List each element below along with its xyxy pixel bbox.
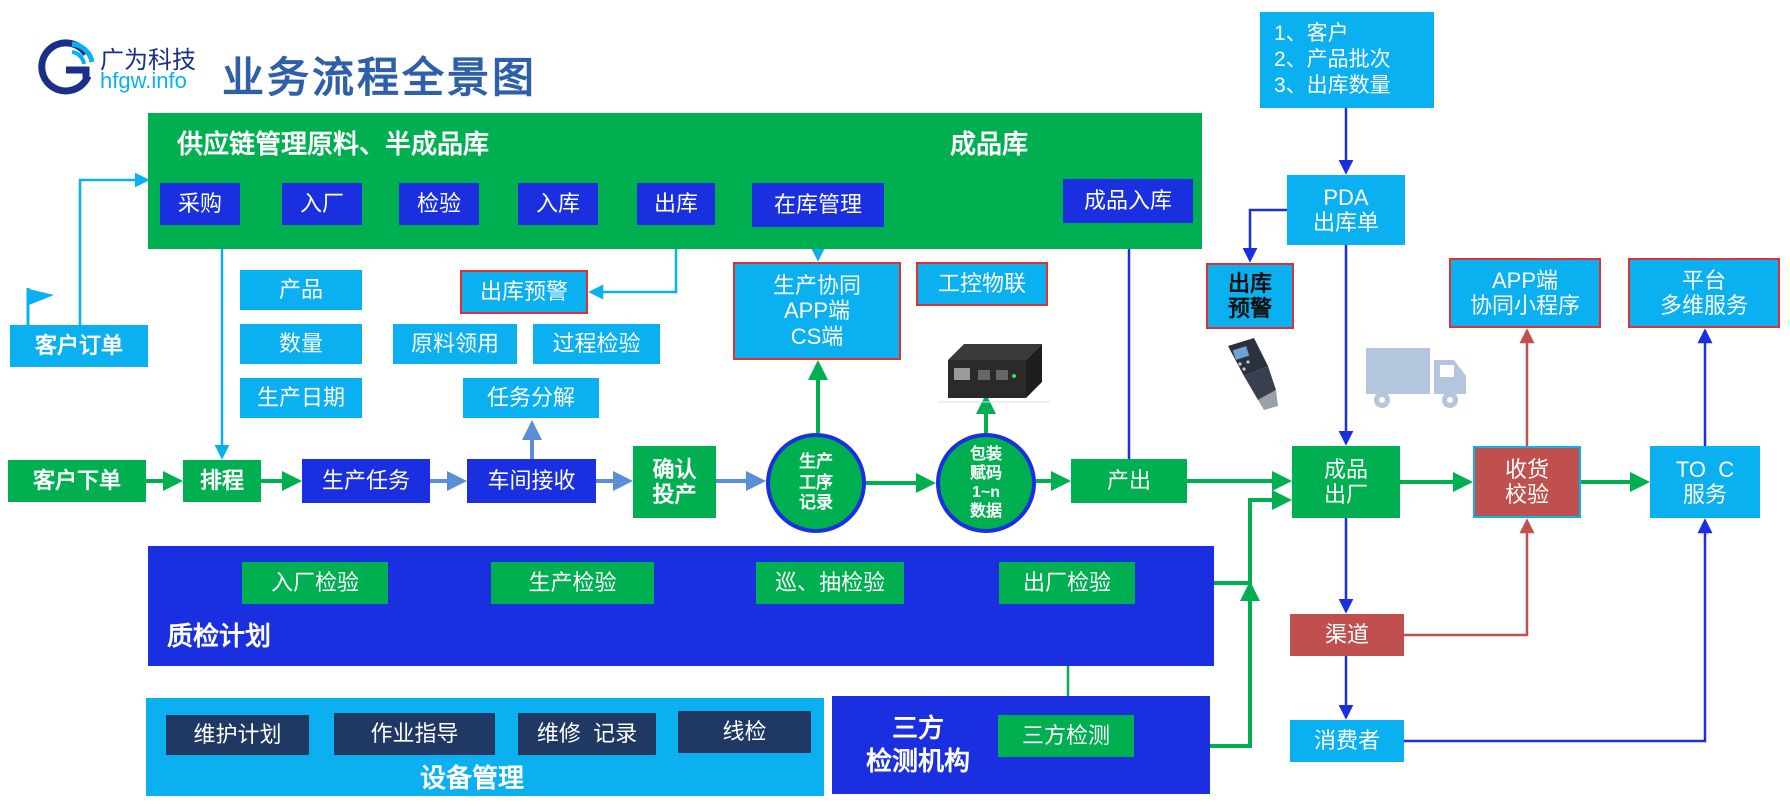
- pack-line-2: 赋码: [969, 464, 1002, 482]
- app-mini-line-2: 协同小程序: [1469, 293, 1580, 318]
- ship-box: 成品 出厂: [1292, 446, 1400, 518]
- receive-line-2: 校验: [1504, 482, 1549, 507]
- step-inspect: 检验: [399, 183, 479, 225]
- equip-panel-title: 设备管理: [420, 763, 525, 793]
- platform-line-2: 多维服务: [1659, 293, 1748, 318]
- equip-line-check: 线检: [678, 711, 811, 753]
- pda-line-2: 出库单: [1312, 210, 1379, 235]
- pda-box: PDA 出库单: [1287, 175, 1405, 245]
- finished-inbound: 成品入库: [1063, 179, 1193, 223]
- equip-maint-plan: 维护计划: [166, 715, 309, 755]
- channel-box: 渠道: [1290, 614, 1404, 656]
- third-party-title-line-1: 三方: [891, 713, 944, 743]
- quantity-box: 数量: [240, 324, 362, 364]
- platform-line-1: 平台: [1681, 267, 1726, 293]
- logo: [36, 36, 96, 96]
- page-title: 业务流程全景图: [222, 54, 538, 101]
- pda-warning-line-1: 出库: [1227, 270, 1272, 296]
- confirm-line-2: 投产: [652, 482, 697, 507]
- qc-step-patrol: 巡、抽检验: [756, 562, 904, 604]
- ship-line-1: 成品: [1323, 456, 1368, 482]
- pda-warning-box: 出库 预警: [1206, 263, 1294, 329]
- logo-cn: 广为科技: [100, 47, 196, 74]
- connector-ct: [1404, 518, 1713, 743]
- third-party-title: 三方 检测机构: [858, 712, 978, 777]
- pda-warning-line-2: 预警: [1227, 296, 1272, 321]
- record-line-3: 记录: [799, 493, 833, 513]
- pack-circle: 包装 赋码 1~n 数据: [936, 433, 1036, 533]
- consumer-box: 消费者: [1290, 720, 1404, 762]
- ship-line-2: 出厂: [1323, 482, 1368, 507]
- qc-step-inbound: 入厂检验: [242, 562, 388, 604]
- record-circle: 生产 工序 记录: [766, 433, 866, 533]
- supply-panel-title: 供应链管理原料、半成品库: [177, 129, 490, 159]
- task-split-box: 任务分解: [463, 378, 599, 418]
- qc-step-outbound: 出厂检验: [999, 562, 1135, 604]
- customer-place-order: 客户下单: [8, 460, 146, 502]
- pda-line-1: PDA: [1323, 184, 1369, 210]
- connector-qs: [1214, 490, 1292, 585]
- customer-info-line-2: 2、产品批次: [1274, 47, 1391, 71]
- receive-line-1: 收货: [1504, 456, 1549, 482]
- schedule-box: 排程: [183, 460, 261, 502]
- inventory-mgmt: 在库管理: [752, 183, 884, 227]
- equip-work-guide: 作业指导: [334, 713, 495, 755]
- handheld-scanner-image: [1218, 336, 1282, 412]
- collab-line-1: 生产协同: [772, 273, 861, 299]
- output-box: 产出: [1071, 459, 1187, 503]
- supply-panel: [148, 113, 1202, 249]
- customer-info-line-1: 1、客户: [1274, 21, 1349, 45]
- connector-cr: [1404, 518, 1535, 637]
- connector-pw: [1242, 208, 1287, 263]
- confirm-box: 确认 投产: [633, 446, 716, 518]
- record-line-1: 生产: [799, 452, 833, 472]
- third-party-test: 三方检测: [998, 715, 1134, 757]
- product-box: 产品: [240, 270, 362, 310]
- step-inbound: 入厂: [282, 183, 362, 225]
- app-mini-box: APP端 协同小程序: [1449, 258, 1601, 328]
- third-party-title-line-2: 检测机构: [865, 745, 970, 776]
- iot-box: 工控物联: [916, 262, 1048, 306]
- toc-box: TO C 服务: [1650, 446, 1760, 518]
- step-outbound: 出库: [637, 183, 715, 225]
- pack-line-4: 数据: [969, 503, 1002, 521]
- process-check-box: 过程检验: [533, 324, 660, 364]
- finished-title: 成品库: [950, 129, 1029, 159]
- qc-step-production: 生产检验: [491, 562, 654, 604]
- collab-line-2: APP端: [783, 298, 851, 324]
- qc-panel-title: 质检计划: [167, 621, 272, 651]
- receive-box: 收货 校验: [1473, 446, 1581, 518]
- toc-line-1: TO C: [1675, 456, 1735, 482]
- step-store: 入库: [518, 183, 598, 225]
- connector-co: [78, 172, 150, 325]
- pack-line-3: 1~n: [971, 484, 1000, 501]
- prod-task-box: 生产任务: [302, 459, 430, 503]
- iot-device-image: [938, 330, 1050, 406]
- material-box: 原料领用: [393, 324, 517, 364]
- step-purchase: 采购: [160, 183, 240, 225]
- customer-info-line-3: 3、出库数量: [1274, 74, 1391, 98]
- app-mini-line-1: APP端: [1491, 267, 1559, 293]
- record-line-2: 工序: [799, 472, 833, 492]
- platform-box: 平台 多维服务: [1628, 258, 1780, 328]
- out-warning-box: 出库预警: [460, 270, 588, 314]
- toc-line-2: 服务: [1682, 482, 1727, 507]
- pack-line-1: 包装: [969, 445, 1002, 463]
- connector-tp: [1210, 581, 1260, 748]
- customer-info: 1、客户 2、产品批次 3、出库数量: [1260, 12, 1434, 108]
- logo-en: hfgw.info: [100, 68, 187, 93]
- flag-icon: [22, 286, 58, 326]
- collab-line-3: CS端: [790, 323, 844, 349]
- collab-box: 生产协同 APP端 CS端: [733, 262, 901, 360]
- truck-image: [1366, 346, 1468, 410]
- logo-mark-icon: [38, 39, 95, 95]
- workshop-box: 车间接收: [467, 459, 596, 503]
- confirm-line-1: 确认: [652, 456, 697, 482]
- equip-repair-record: 维修 记录: [518, 713, 656, 755]
- customer-order-box: 客户订单: [10, 325, 148, 367]
- prod-date-box: 生产日期: [240, 378, 362, 418]
